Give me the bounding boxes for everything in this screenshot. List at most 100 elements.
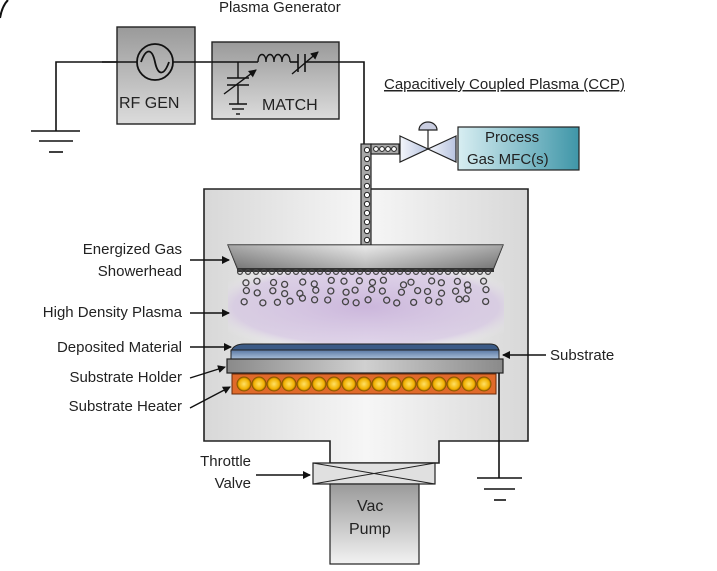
pump-label-line2: Pump	[349, 521, 391, 538]
gas-particle	[455, 295, 463, 303]
gas-particle	[363, 200, 371, 208]
heater-coil	[251, 376, 267, 392]
gas-particle	[316, 268, 324, 276]
gas-particle	[435, 298, 443, 306]
gas-particle	[404, 268, 412, 276]
gas-particle	[363, 155, 371, 163]
gas-particle	[388, 268, 396, 276]
gas-particle	[276, 268, 284, 276]
gas-particle	[269, 287, 277, 295]
gas-particle	[436, 268, 444, 276]
label-holder: Substrate Holder	[69, 369, 182, 386]
gas-particle	[380, 268, 388, 276]
gas-particle	[273, 298, 282, 306]
matching-network: MATCH	[211, 41, 340, 120]
label-substrate: Substrate	[550, 347, 614, 364]
mfc-label-line1: Process	[485, 129, 539, 146]
inductor-icon	[257, 53, 291, 63]
gas-particle	[364, 268, 372, 276]
gas-particle	[482, 286, 490, 294]
label-deposited: Deposited Material	[57, 339, 182, 356]
label-showerhead-1: Energized Gas	[83, 241, 182, 258]
gas-particle	[437, 289, 446, 297]
substrate	[230, 349, 500, 360]
gas-particle	[341, 298, 350, 306]
gas-particle	[252, 268, 260, 276]
gas-particle	[312, 286, 320, 294]
gas-particle	[393, 299, 401, 307]
heater-coil	[236, 376, 252, 392]
gas-particle	[464, 286, 472, 294]
gas-particle	[367, 285, 376, 294]
heater-coil	[266, 376, 282, 392]
gas-particle	[453, 277, 462, 286]
gas-particle	[427, 277, 436, 285]
gas-particle	[463, 281, 472, 289]
throttle-valve	[312, 462, 436, 485]
label-heater: Substrate Heater	[69, 398, 182, 415]
gas-particle	[355, 277, 364, 285]
gas-particle	[428, 268, 436, 276]
gas-particle	[240, 298, 248, 306]
gas-particle	[363, 182, 371, 190]
mfc-label-line2: Gas MFC(s)	[467, 151, 549, 168]
heater-coil	[311, 376, 327, 392]
gas-particle	[356, 268, 364, 276]
gas-particle	[327, 287, 335, 295]
gas-particle	[363, 209, 371, 217]
gas-particle	[364, 296, 372, 304]
diagram-subtitle: Capacitively Coupled Plasma (CCP)	[384, 76, 625, 93]
gas-particle	[373, 146, 379, 152]
gas-particle	[385, 146, 391, 152]
gas-particle	[284, 268, 292, 276]
label-plasma: High Density Plasma	[43, 304, 183, 321]
heater-coil	[371, 376, 387, 392]
gas-particle	[292, 268, 300, 276]
heater-coil	[356, 376, 372, 392]
gas-particle	[280, 280, 289, 289]
gas-particle	[397, 288, 406, 296]
label-throttle-1: Throttle	[200, 453, 251, 470]
label-throttle-2: Valve	[215, 475, 251, 492]
gas-particle	[476, 268, 484, 276]
gas-particle	[412, 268, 420, 276]
valve-actuator-icon	[418, 121, 438, 131]
gas-particle	[451, 287, 460, 295]
gas-particle	[327, 276, 335, 285]
pump-label-line1: Vac	[357, 498, 383, 515]
gas-particle	[242, 287, 251, 295]
gas-particle	[468, 268, 476, 276]
gas-particle	[407, 278, 415, 286]
gas-particle	[253, 277, 261, 285]
heater-coil	[296, 376, 312, 392]
gas-particle	[437, 279, 446, 287]
heater-coil	[476, 376, 492, 392]
variable-capacitor-series-icon	[291, 51, 339, 75]
gas-particle	[342, 288, 350, 296]
heater-coil	[326, 376, 342, 392]
deposited-material	[230, 343, 500, 352]
heater-coil	[386, 376, 402, 392]
gas-particle	[300, 268, 308, 276]
gas-particle	[352, 299, 360, 307]
plasma-region	[228, 268, 504, 346]
gas-particle	[444, 268, 452, 276]
gas-particle	[425, 296, 433, 304]
substrate-holder	[226, 358, 504, 374]
gas-particle	[244, 268, 252, 276]
gas-particle	[379, 146, 385, 152]
gas-particle	[253, 289, 261, 297]
heater-coil	[281, 376, 297, 392]
heater-coil	[461, 376, 477, 392]
gas-particle	[340, 277, 348, 285]
showerhead	[227, 244, 504, 272]
diagram-title: Plasma Generator	[219, 0, 341, 16]
gas-particle	[351, 286, 359, 294]
gas-particle	[363, 227, 371, 235]
gas-particle	[324, 296, 332, 304]
match-label: MATCH	[262, 97, 318, 114]
gas-particle	[379, 276, 388, 284]
gas-particle	[363, 218, 371, 226]
gas-particle	[391, 146, 397, 152]
process-gas-mfc: Process Gas MFC(s)	[457, 126, 580, 171]
